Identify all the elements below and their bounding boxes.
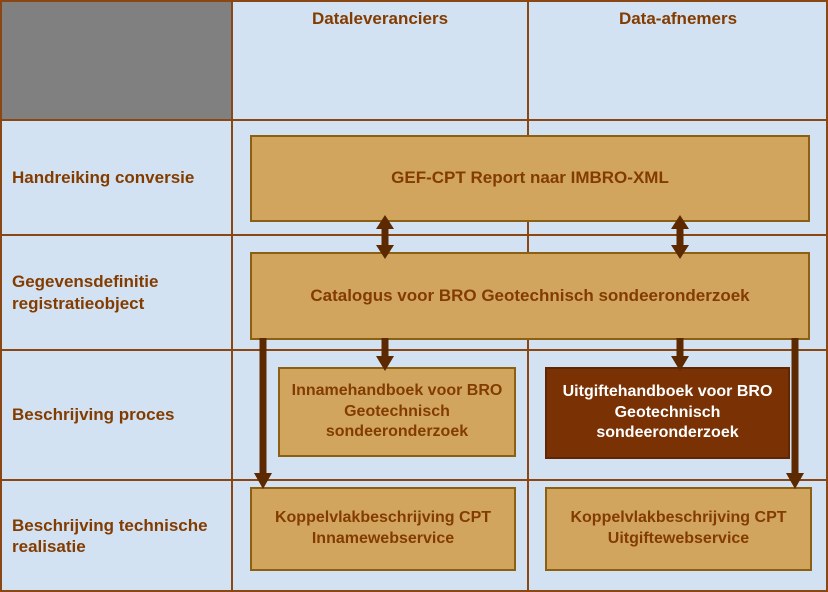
grid-hline-row2 bbox=[0, 349, 828, 351]
box-koppelvlak-innamewebservice: Koppelvlakbeschrijving CPT Innamewebserv… bbox=[250, 487, 516, 571]
box-catalogus: Catalogus voor BRO Geotechnisch sondeero… bbox=[250, 252, 810, 340]
grid-hline-header bbox=[0, 119, 828, 121]
row-label-handreiking-conversie: Handreiking conversie bbox=[12, 167, 195, 187]
row-label-gegevensdefinitie-registratieobject: Gegevensdefinitie registratieobject bbox=[12, 272, 159, 313]
column-header-data-afnemers: Data-afnemers bbox=[618, 9, 738, 28]
box-koppelvlak-uitgiftewebservice: Koppelvlakbeschrijving CPT Uitgiftewebse… bbox=[545, 487, 812, 571]
box-gef-cpt-report: GEF-CPT Report naar IMBRO-XML bbox=[250, 135, 810, 222]
grid-hline-row3 bbox=[0, 479, 828, 481]
row-label-beschrijving-technische-realisatie: Beschrijving technische realisatie bbox=[12, 515, 208, 556]
column-header-dataleveranciers: Dataleveranciers bbox=[311, 9, 449, 28]
corner-cell bbox=[0, 0, 232, 120]
grid-vline-labels bbox=[231, 0, 233, 592]
box-uitgiftehandboek: Uitgiftehandboek voor BRO Geotechnisch s… bbox=[545, 367, 790, 459]
box-innamehandboek: Innamehandboek voor BRO Geotechnisch son… bbox=[278, 367, 516, 457]
long-down-arrow-left-icon bbox=[254, 338, 272, 489]
grid-hline-row1 bbox=[0, 234, 828, 236]
row-label-beschrijving-proces: Beschrijving proces bbox=[12, 405, 175, 425]
